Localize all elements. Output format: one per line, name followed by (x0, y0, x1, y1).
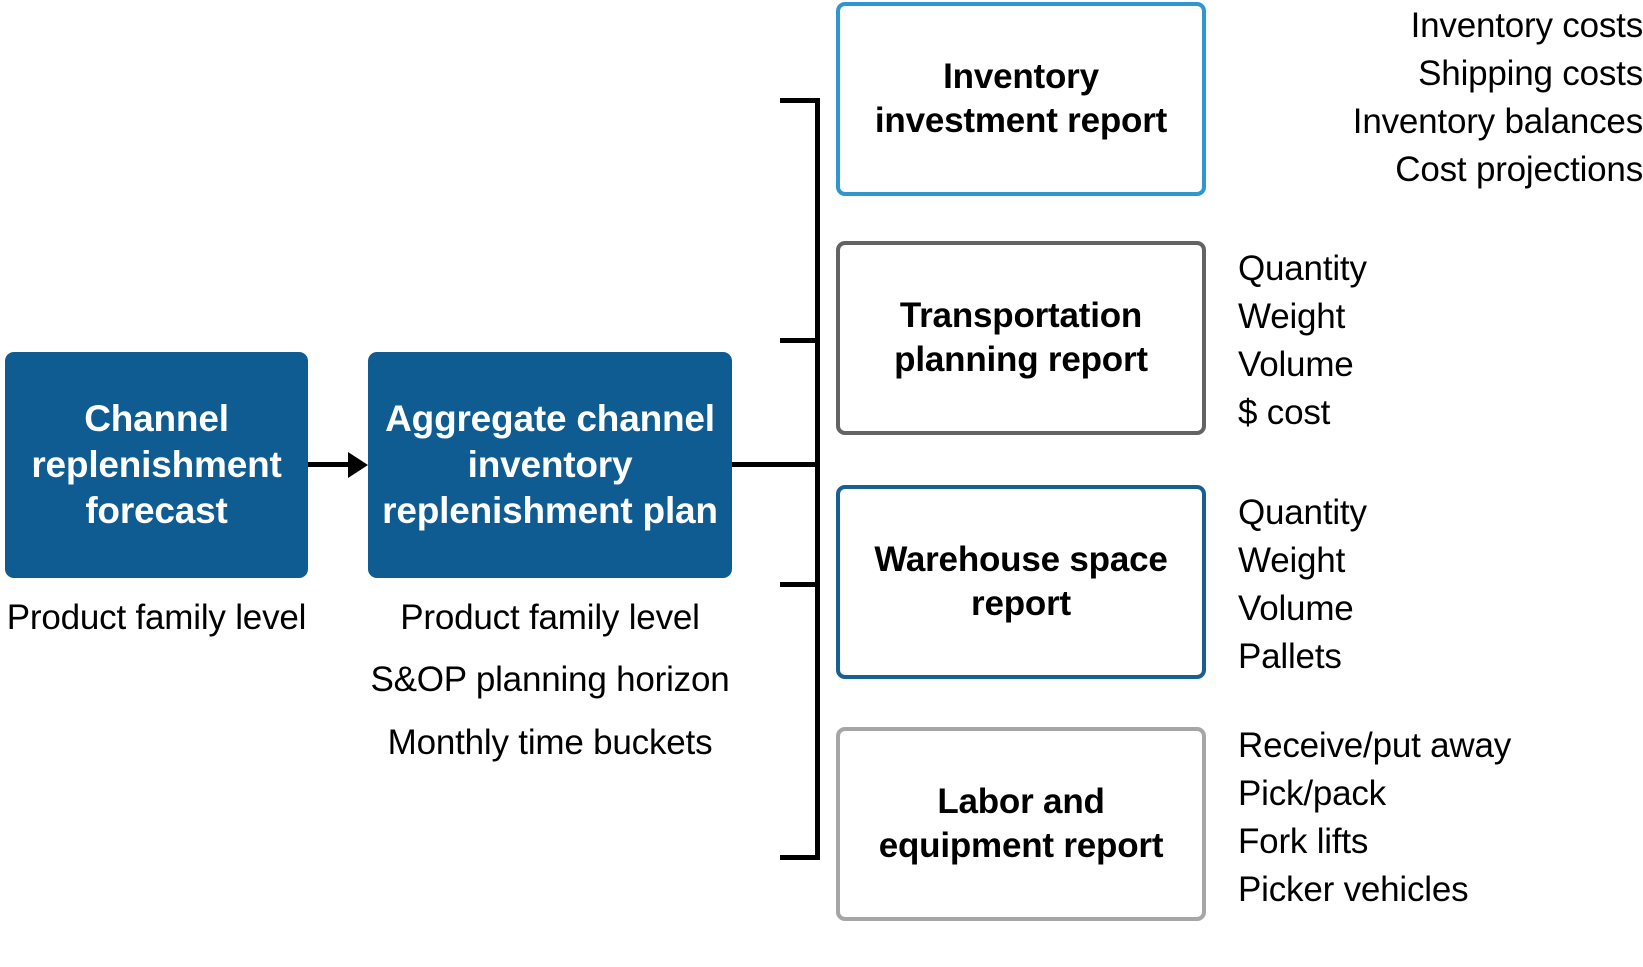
connector-stub-inventory-investment-report (780, 98, 820, 103)
caption-line: Product family level (400, 598, 700, 637)
process-box-aggregate-channel-inventory-replenishment-plan[interactable]: Aggregate channel inventory replenishmen… (368, 352, 732, 578)
arrow-shaft-forecast-to-plan (308, 462, 354, 467)
bullet-item: Inventory costs (1410, 6, 1643, 45)
bullet-item: $ cost (1238, 392, 1331, 432)
caption-line: S&OP planning horizon (370, 660, 730, 700)
report-box-labor-and-equipment-report[interactable]: Labor and equipment report (836, 727, 1206, 921)
connector-stub-warehouse-space-report (780, 582, 820, 587)
bullet-list-inventory-investment-report: Inventory costs Shipping costs Inventory… (1148, 2, 1643, 194)
bullet-item: Shipping costs (1418, 53, 1643, 93)
bullet-item: Weight (1238, 540, 1346, 580)
caption-group-aggregate-plan: Product family level S&OP planning horiz… (348, 594, 752, 767)
bullet-item: Weight (1238, 296, 1346, 336)
bullet-item: Picker vehicles (1238, 869, 1469, 909)
connector-trunk (815, 98, 820, 860)
bullet-item: Fork lifts (1238, 821, 1369, 861)
bullet-item: Pallets (1238, 636, 1342, 676)
bullet-list-labor-and-equipment-report: Receive/put away Pick/pack Fork lifts Pi… (1238, 722, 1643, 914)
bullet-list-warehouse-space-report: Quantity Weight Volume Pallets (1238, 489, 1638, 681)
report-box-warehouse-space-report[interactable]: Warehouse space report (836, 485, 1206, 679)
bullet-item: Volume (1238, 588, 1354, 628)
report-box-inventory-investment-report[interactable]: Inventory investment report (836, 2, 1206, 196)
arrow-head-forecast-to-plan (348, 452, 368, 478)
connector-stub-transportation-planning-report (780, 338, 820, 343)
report-box-transportation-planning-report[interactable]: Transportation planning report (836, 241, 1206, 435)
connector-plan-to-trunk (732, 462, 820, 467)
bullet-item: Pick/pack (1238, 773, 1386, 813)
bullet-item: Quantity (1238, 493, 1367, 532)
bullet-item: Cost projections (1395, 149, 1643, 189)
bullet-item: Volume (1238, 344, 1354, 384)
bullet-item: Inventory balances (1352, 101, 1643, 141)
bullet-list-transportation-planning-report: Quantity Weight Volume $ cost (1238, 245, 1638, 437)
bullet-item: Receive/put away (1238, 726, 1512, 765)
caption-channel-replenishment-forecast: Product family level (6, 598, 307, 637)
caption-line: Monthly time buckets (387, 722, 713, 762)
bullet-item: Quantity (1238, 249, 1367, 288)
connector-stub-labor-and-equipment-report (780, 855, 820, 860)
process-box-channel-replenishment-forecast[interactable]: Channel replenishment forecast (5, 352, 308, 578)
